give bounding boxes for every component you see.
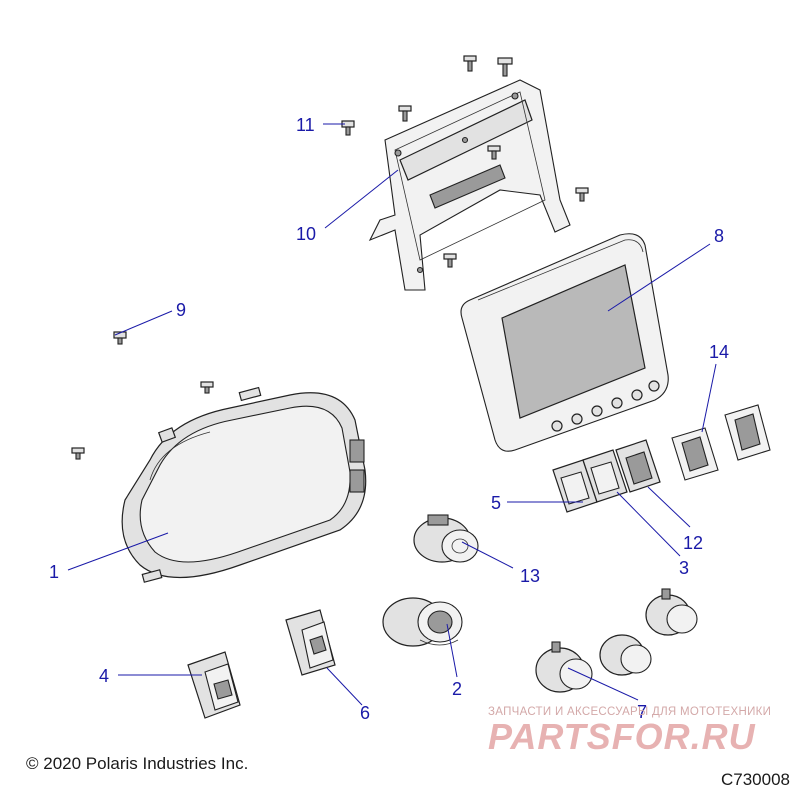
leader-lines xyxy=(67,123,717,706)
callout-2: 2 xyxy=(452,679,462,699)
switch-bezels xyxy=(671,404,771,481)
screw-fasteners xyxy=(71,55,589,460)
display-unit xyxy=(460,233,669,452)
display-buttons xyxy=(551,380,660,432)
callout-6: 6 xyxy=(360,703,370,723)
callout-9: 9 xyxy=(176,300,186,320)
mounting-bracket xyxy=(368,79,571,291)
callout-13: 13 xyxy=(520,566,540,586)
callout-4: 4 xyxy=(99,666,109,686)
copyright-notice: © 2020 Polaris Industries Inc. xyxy=(26,754,249,773)
callout-14: 14 xyxy=(709,342,729,362)
gauge-cluster xyxy=(121,386,367,583)
figure-id: C730008 xyxy=(720,770,790,789)
callout-11: 11 xyxy=(296,115,315,135)
toggle-switch-6 xyxy=(285,609,336,676)
power-socket xyxy=(413,514,479,563)
callout-1: 1 xyxy=(49,562,59,582)
callout-labels: 1 2 3 4 5 6 7 8 9 10 11 12 13 14 xyxy=(49,115,729,723)
callout-8: 8 xyxy=(714,226,724,246)
callout-3: 3 xyxy=(679,558,689,578)
callout-12: 12 xyxy=(683,533,703,553)
rocker-switch-group xyxy=(552,439,661,513)
toggle-switch-4 xyxy=(187,651,241,719)
callout-5: 5 xyxy=(491,493,501,513)
charging-port xyxy=(382,597,463,647)
callout-7: 7 xyxy=(637,702,647,722)
watermark-brand: PARTSFOR.RU xyxy=(488,716,756,757)
callout-10: 10 xyxy=(296,224,316,244)
watermark-tagline: ЗАПЧАСТИ И АКСЕССУАРЫ ДЛЯ МОТОТЕХНИКИ xyxy=(488,706,772,718)
power-outlets xyxy=(535,588,698,693)
